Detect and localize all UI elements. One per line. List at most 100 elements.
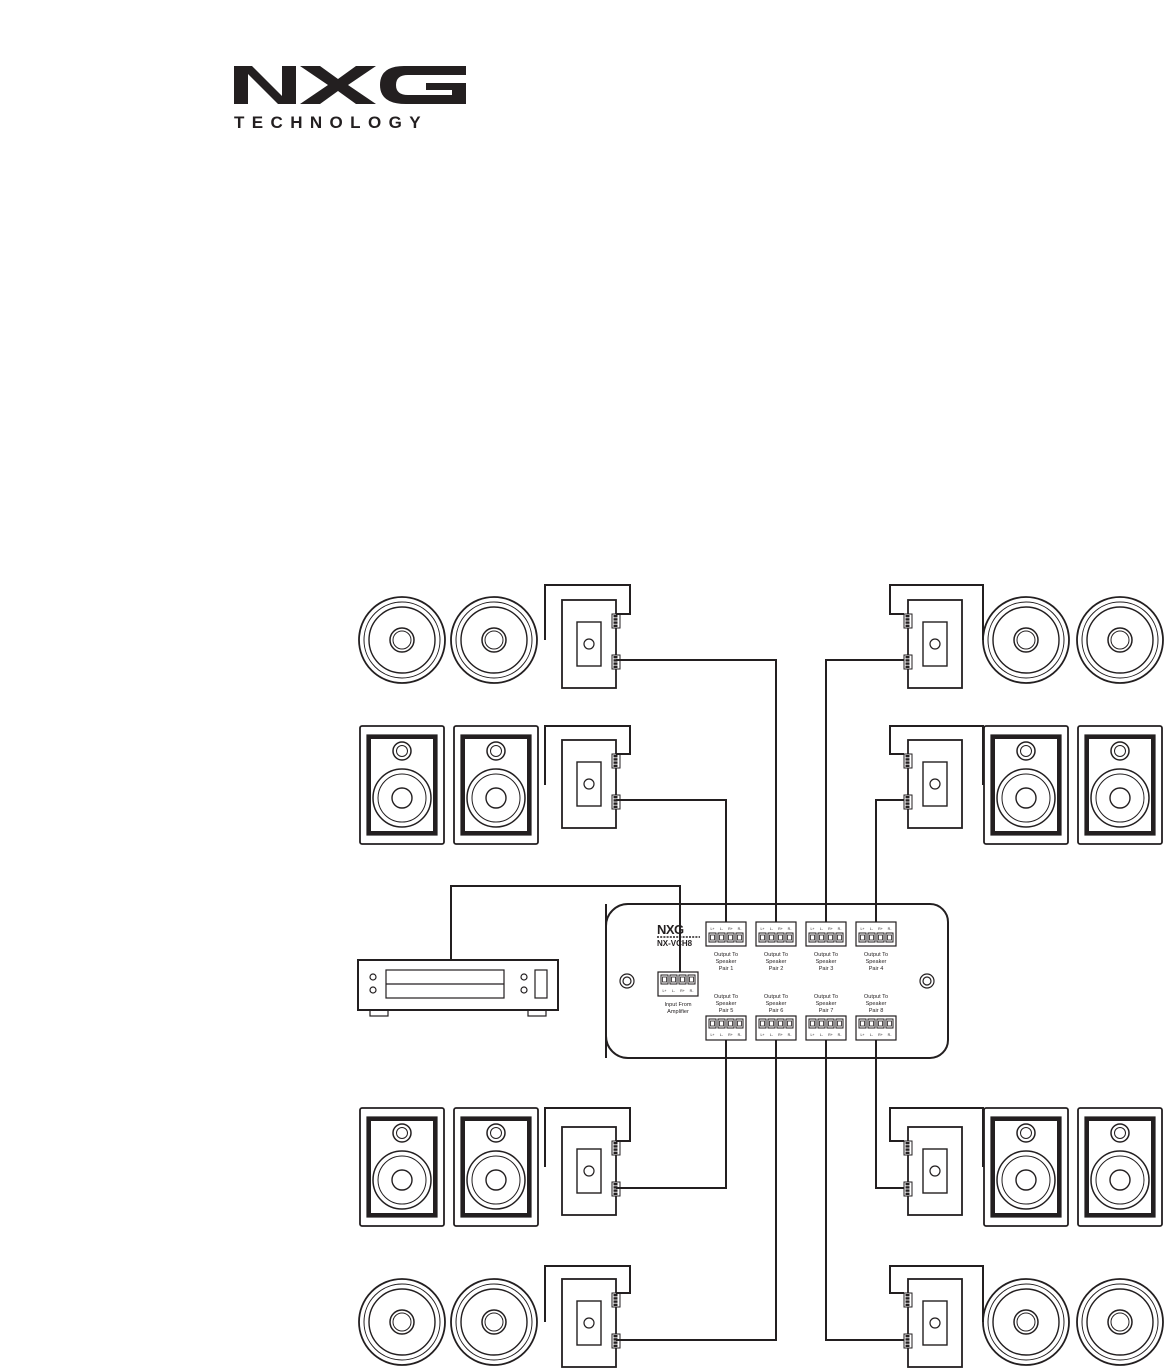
- output-label-pair-7: Output To: [814, 994, 838, 1000]
- terminal-label: L-: [870, 927, 874, 931]
- terminal-label: L+: [860, 1033, 864, 1037]
- output-label-pair-3: Output To: [814, 952, 838, 958]
- terminal-label: L+: [662, 989, 666, 993]
- link-speakers-pair-5: [544, 1107, 631, 1167]
- terminal-label: R+: [878, 927, 883, 931]
- ceiling-speaker-pair-6-right: [450, 1278, 538, 1366]
- output-block-pair-2: L+L-R+R-: [755, 921, 797, 947]
- link-speakers-pair-4: [889, 725, 984, 785]
- output-label-pair-3: Pair 3: [819, 966, 834, 972]
- terminal-label: R+: [828, 927, 833, 931]
- output-label-pair-8: Speaker: [866, 1001, 887, 1007]
- output-block-pair-7: L+ L- R+ R-: [805, 1015, 847, 1041]
- output-label-pair-1: Pair 1: [719, 966, 734, 972]
- link-speakers-pair-7: [889, 1265, 984, 1322]
- input-label-amplifier: Amplifier: [667, 1009, 689, 1015]
- terminal-label: R+: [680, 989, 685, 993]
- terminal-label: R-: [838, 1033, 843, 1037]
- terminal-label: L-: [720, 927, 724, 931]
- output-label-pair-2: Pair 2: [769, 966, 784, 972]
- ceiling-speaker-pair-3-right: [1076, 596, 1164, 684]
- wire-amp-to-hub: [450, 885, 681, 975]
- wall-speaker-pair-4-left: [983, 725, 1069, 845]
- terminal-label: L+: [810, 927, 814, 931]
- output-label-pair-2: Speaker: [766, 959, 787, 965]
- amplifier: [357, 959, 559, 1017]
- wires-layer: [450, 584, 984, 1341]
- link-speakers-pair-6: [544, 1265, 631, 1322]
- output-label-pair-4: Speaker: [866, 959, 887, 965]
- output-label-pair-2: Output To: [764, 952, 788, 958]
- volume-control-hub: NXG NX-VCH8 L+L-R+R-Output ToSpeakerPair…: [605, 903, 949, 1059]
- link-speakers-pair-8: [889, 1107, 984, 1167]
- volume-control-pair-6: [561, 1278, 621, 1368]
- volume-control-pair-3: [903, 599, 963, 689]
- output-label-pair-4: Pair 4: [869, 966, 884, 972]
- output-label-pair-7: Pair 7: [819, 1008, 834, 1014]
- ceiling-speaker-pair-7-left: [982, 1278, 1070, 1366]
- terminal-label: L-: [820, 927, 824, 931]
- terminal-label: R+: [878, 1033, 883, 1037]
- terminal-label: R+: [828, 1033, 833, 1037]
- terminal-label: L+: [760, 927, 764, 931]
- output-label-pair-5: Pair 5: [719, 1008, 734, 1014]
- wire-pair-6: [616, 1038, 777, 1341]
- ceiling-speaker-pair-6-left: [358, 1278, 446, 1366]
- hub-logo: NXG: [657, 922, 684, 937]
- terminal-label: L+: [810, 1033, 814, 1037]
- ceiling-speaker-pair-7-right: [1076, 1278, 1164, 1366]
- volume-control-pair-2: [561, 739, 621, 829]
- wall-speaker-pair-2-left: [359, 725, 445, 845]
- wall-speaker-pair-2-right: [453, 725, 539, 845]
- terminal-label: R+: [778, 927, 783, 931]
- wall-speaker-pair-8-left: [983, 1107, 1069, 1227]
- wall-speaker-pair-5-left: [359, 1107, 445, 1227]
- wire-pair-2: [616, 799, 727, 927]
- volume-control-pair-7: [903, 1278, 963, 1368]
- terminal-label: R+: [778, 1033, 783, 1037]
- terminal-label: R-: [788, 927, 793, 931]
- output-block-pair-6: L+L-R+R-: [755, 1015, 797, 1041]
- output-label-pair-5: Output To: [714, 994, 738, 1000]
- link-speakers-pair-1: [544, 584, 631, 640]
- wall-speaker-pair-5-right: [453, 1107, 539, 1227]
- volume-control-pair-4: [903, 739, 963, 829]
- volume-control-pair-1: [561, 599, 621, 689]
- output-block-pair-1: L+L-R+R-: [705, 921, 747, 947]
- nxg-logo-letters: [234, 66, 466, 104]
- output-label-pair-3: Speaker: [816, 959, 837, 965]
- wire-pair-1: [616, 659, 777, 927]
- wall-speaker-pair-8-right: [1077, 1107, 1163, 1227]
- input-label-amplifier: Input From: [664, 1002, 691, 1008]
- terminal-label: R+: [728, 1033, 733, 1037]
- output-label-pair-1: Output To: [714, 952, 738, 958]
- output-label-pair-6: Output To: [764, 994, 788, 1000]
- output-label-pair-8: Pair 8: [869, 1008, 884, 1014]
- output-label-pair-6: Pair 6: [769, 1008, 784, 1014]
- terminal-label: L+: [710, 1033, 714, 1037]
- wire-pair-8: [875, 1038, 904, 1189]
- terminal-label: L-: [870, 1033, 874, 1037]
- terminal-label: L-: [770, 1033, 774, 1037]
- terminal-label: L-: [820, 1033, 824, 1037]
- ceiling-speaker-pair-1-left: [358, 596, 446, 684]
- wire-pair-4: [875, 799, 904, 927]
- input-block-amplifier: L+L-R+R-: [657, 971, 699, 997]
- terminal-label: R-: [888, 1033, 893, 1037]
- output-label-pair-5: Speaker: [716, 1001, 737, 1007]
- terminal-label: R-: [838, 927, 843, 931]
- wire-pair-7: [825, 1038, 904, 1341]
- output-block-pair-5: L+L-R+R-: [705, 1015, 747, 1041]
- volume-control-pair-8: [903, 1126, 963, 1216]
- terminal-label: L-: [672, 989, 676, 993]
- output-label-pair-7: Speaker: [816, 1001, 837, 1007]
- wire-pair-5: [616, 1038, 727, 1189]
- output-label-pair-8: Output To: [864, 994, 888, 1000]
- output-block-pair-4: L+L-R+R-: [855, 921, 897, 947]
- terminal-label: R-: [788, 1033, 793, 1037]
- speakers-layer: [358, 596, 1164, 1366]
- logo-subtitle: TECHNOLOGY: [234, 113, 428, 132]
- volume-controls-layer: [561, 599, 963, 1368]
